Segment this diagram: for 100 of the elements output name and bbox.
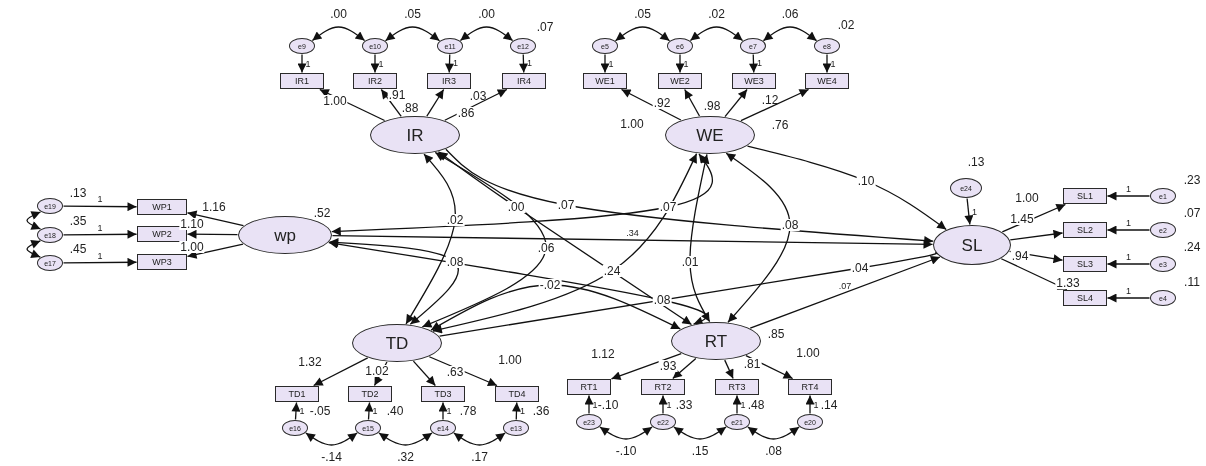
arrow	[186, 210, 245, 227]
observed-variable-box: WP3	[137, 254, 187, 270]
edge-label: 1	[829, 59, 837, 68]
edge-label: 1	[371, 406, 379, 416]
estimate-label: .13	[967, 156, 985, 168]
edge-label: .10	[856, 175, 876, 187]
arrow	[445, 53, 454, 74]
observed-variable-box: IR3	[427, 73, 471, 89]
arrow	[370, 53, 380, 74]
edge-label: 1.00	[179, 241, 205, 253]
edge-label: 1.00	[619, 118, 645, 130]
edge-label: 1	[445, 406, 453, 416]
arrow	[313, 357, 369, 387]
edge-label: .08	[652, 294, 672, 306]
edge-label: 1	[377, 59, 385, 68]
edge-label: 1	[452, 59, 459, 68]
arrow	[724, 88, 748, 118]
double-headed-arrow	[747, 426, 800, 440]
observed-variable-box: TD3	[421, 386, 465, 402]
edge-label: .81	[742, 358, 762, 370]
observed-variable-box: WP1	[137, 199, 187, 215]
edge-label: 1	[96, 194, 104, 204]
double-headed-arrow	[453, 432, 506, 446]
edge-label: .76	[770, 119, 790, 131]
arrow	[805, 394, 815, 415]
observed-variable-box: IR2	[353, 73, 397, 89]
arrow	[412, 360, 436, 387]
edge-label: .63	[445, 366, 465, 378]
edge-label: 1	[756, 59, 763, 68]
edge-label: 1	[1125, 286, 1132, 296]
arrow	[1106, 191, 1151, 201]
edge-label: 1.02	[364, 365, 390, 377]
edge-label: 1.45	[1009, 213, 1035, 225]
arrow	[732, 394, 742, 415]
arrow	[444, 88, 508, 121]
double-headed-arrow	[305, 432, 358, 446]
double-headed-arrow	[725, 152, 791, 323]
estimate-label: .24	[1183, 241, 1201, 253]
edge-label: .34	[625, 228, 640, 238]
edge-label: .02	[445, 214, 465, 226]
edge-label: 1	[970, 207, 978, 216]
observed-variable-box: WE1	[583, 73, 627, 89]
estimate-label: .45	[69, 243, 87, 255]
latent-variable-ellipse: IR	[370, 116, 460, 154]
edge-label: 1	[304, 59, 312, 68]
edge-label: .00	[329, 8, 348, 20]
edge-label: .04	[850, 262, 870, 274]
arrow	[740, 88, 810, 122]
arrow	[186, 229, 239, 239]
edge-label: 1.33	[1055, 277, 1081, 289]
observed-variable-box: SL1	[1063, 188, 1107, 204]
estimate-label: .40	[386, 405, 404, 417]
edge-label: .93	[658, 360, 678, 372]
estimate-label: -.10	[597, 399, 619, 411]
edge-label: .98	[702, 100, 722, 112]
double-headed-arrow	[421, 151, 547, 328]
edge-label: 1	[591, 400, 599, 409]
arrow	[746, 145, 947, 231]
edge-label: .07	[556, 199, 576, 211]
observed-variable-box: SL4	[1063, 290, 1107, 306]
edge-label: 1	[1125, 184, 1132, 194]
latent-variable-ellipse: wp	[238, 216, 332, 254]
arrow	[1009, 229, 1064, 241]
double-headed-arrow	[762, 26, 818, 42]
arrow	[749, 255, 941, 329]
edge-label: .91	[387, 89, 407, 101]
double-headed-arrow	[384, 26, 441, 42]
observed-variable-box: SL3	[1063, 256, 1107, 272]
double-headed-arrow	[331, 153, 713, 236]
observed-variable-box: RT1	[567, 379, 611, 395]
double-headed-arrow	[26, 240, 41, 258]
arrow	[672, 357, 697, 380]
observed-variable-box: RT3	[715, 379, 759, 395]
arrow	[1000, 258, 1068, 291]
arrow	[684, 88, 701, 117]
double-headed-arrow	[430, 284, 681, 331]
observed-variable-box: IR4	[502, 73, 546, 89]
arrow	[724, 359, 734, 380]
latent-variable-ellipse: RT	[671, 322, 761, 360]
estimate-label: .07	[1183, 207, 1201, 219]
arrow	[519, 53, 528, 74]
estimate-label: .33	[675, 399, 693, 411]
latent-variable-ellipse: WE	[665, 116, 755, 154]
estimate-label: .35	[69, 215, 87, 227]
edge-label: 1	[1125, 252, 1132, 262]
estimate-label: .12	[761, 94, 779, 106]
observed-variable-box: WE2	[658, 73, 702, 89]
edge-label: .05	[403, 8, 422, 20]
arrow	[364, 401, 374, 421]
estimate-label: .48	[747, 399, 765, 411]
observed-variable-box: IR1	[280, 73, 324, 89]
edge-label: .08	[764, 445, 783, 457]
edge-label: .08	[780, 219, 800, 231]
edge-label: 1	[298, 406, 306, 416]
observed-variable-box: SL2	[1063, 222, 1107, 238]
arrow	[620, 88, 682, 121]
edge-label: 1	[526, 59, 533, 68]
observed-variable-box: WE4	[805, 73, 849, 89]
arrow	[964, 197, 974, 226]
edge-label: .06	[780, 8, 800, 20]
